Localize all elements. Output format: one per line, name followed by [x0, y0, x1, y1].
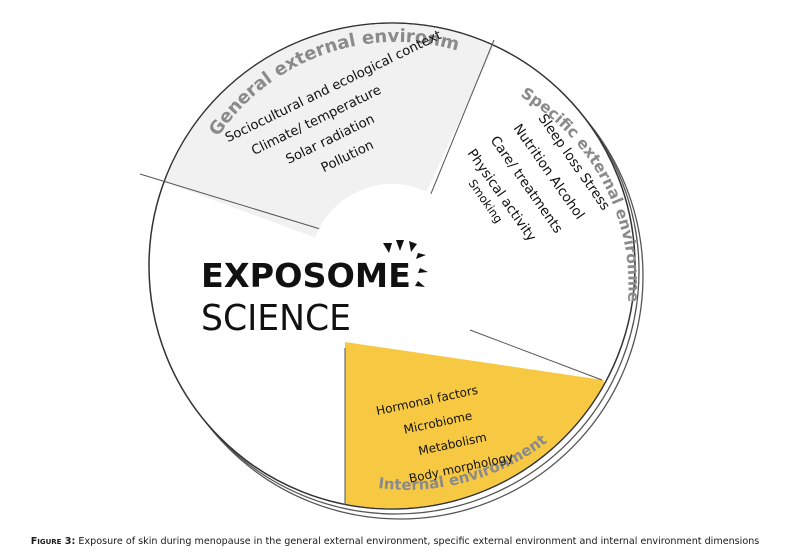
center-hub — [310, 184, 474, 348]
exposome-wheel-diagram: General external environment Specific ex… — [0, 0, 644, 520]
boundary-line-left — [139, 173, 331, 233]
boundary-line-top — [429, 39, 495, 197]
figure-caption: Figure 3: Exposure of skin during menopa… — [0, 536, 790, 554]
logo-line-science: SCIENCE — [201, 298, 351, 339]
caption-text: Exposure of skin during menopause in the… — [75, 536, 760, 547]
boundary-line-right — [469, 329, 603, 381]
caption-label: Figure 3: — [30, 536, 76, 547]
logo-burst-icon — [383, 240, 428, 287]
exposome-science-logo: EXPOSOME SCIENCE — [201, 240, 428, 339]
logo-line-exposome: EXPOSOME — [201, 256, 411, 295]
